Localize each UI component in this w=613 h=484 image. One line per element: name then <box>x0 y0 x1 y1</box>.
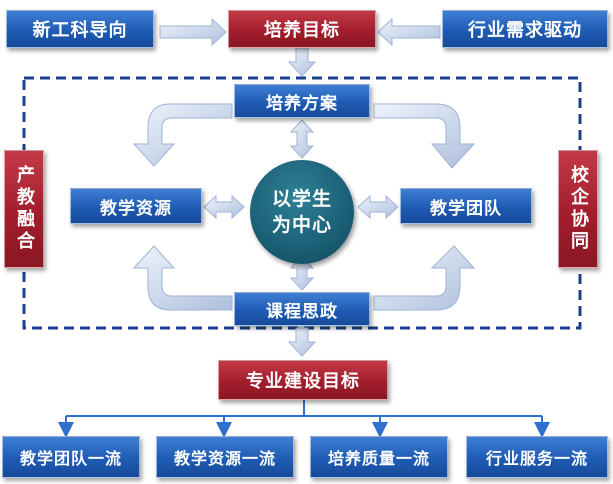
box-training-goal: 培养目标 <box>228 10 376 48</box>
box-teaching-resources-label: 教学资源 <box>100 198 172 219</box>
student-centered-circle: 以学生 为中心 <box>250 160 354 264</box>
box-industry-education: 产教融合 <box>4 150 44 268</box>
box-new-engineering: 新工科导向 <box>6 10 154 48</box>
double-arrow-center-team <box>357 194 399 220</box>
box-teaching-team: 教学团队 <box>400 188 532 224</box>
box-industry-demand-label: 行业需求驱动 <box>468 20 582 41</box>
outcome-team: 教学团队一流 <box>2 436 140 478</box>
outcome-quality: 培养质量一流 <box>310 436 448 478</box>
outcome-service: 行业服务一流 <box>466 436 608 478</box>
outcome-resources-label: 教学资源一流 <box>173 449 276 468</box>
curved-arrow-top-left <box>132 103 233 167</box>
arrow-right-to-center <box>377 17 441 47</box>
outcome-quality-label: 培养质量一流 <box>327 449 430 468</box>
box-industry-education-label: 产教融合 <box>14 165 35 253</box>
box-construction-goal: 专业建设目标 <box>218 360 388 400</box>
box-industry-demand: 行业需求驱动 <box>442 10 608 48</box>
center-line-2: 为中心 <box>271 214 332 236</box>
double-arrow-center-course <box>289 255 315 291</box>
double-arrow-plan-center <box>289 119 315 159</box>
box-school-enterprise-label: 校企协同 <box>568 165 589 253</box>
outcome-service-label: 行业服务一流 <box>485 449 588 468</box>
curved-arrow-top-right <box>373 103 476 169</box>
box-course-ideology: 课程思政 <box>234 292 370 326</box>
outcome-connectors <box>58 400 550 438</box>
outcome-resources: 教学资源一流 <box>156 436 294 478</box>
box-teaching-team-label: 教学团队 <box>430 198 502 219</box>
curved-arrow-bottom-left <box>132 245 233 311</box>
box-teaching-resources: 教学资源 <box>70 188 202 224</box>
box-construction-goal-label: 专业建设目标 <box>246 371 360 392</box>
arrow-course-to-goal <box>287 327 317 357</box>
box-school-enterprise: 校企协同 <box>558 150 598 268</box>
box-training-goal-label: 培养目标 <box>264 20 340 41</box>
center-line-1: 以学生 <box>271 188 332 210</box>
box-course-ideology-label: 课程思政 <box>266 301 338 322</box>
box-training-plan: 培养方案 <box>234 84 370 118</box>
arrow-left-to-center <box>159 17 227 47</box>
outcome-team-label: 教学团队一流 <box>19 449 122 468</box>
arrow-goal-to-plan <box>287 47 317 77</box>
curved-arrow-bottom-right <box>373 245 476 311</box>
double-arrow-resources-center <box>203 194 245 220</box>
box-new-engineering-label: 新工科导向 <box>32 20 128 41</box>
box-training-plan-label: 培养方案 <box>266 93 338 114</box>
